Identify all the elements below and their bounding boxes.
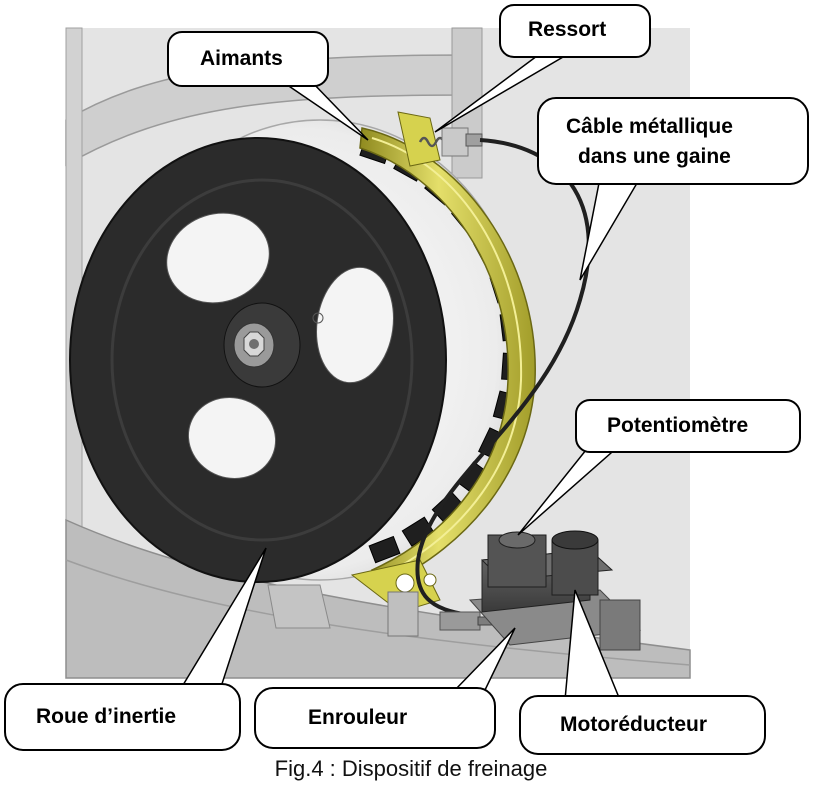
motor-mount-bracket xyxy=(599,599,641,651)
motor-cylinder-top xyxy=(551,530,599,550)
potentiometer-knob xyxy=(498,531,536,549)
callout-ressort-box xyxy=(499,4,651,58)
bracket-small-hole xyxy=(423,573,437,587)
winder-housing xyxy=(439,611,481,631)
wheel-inner-ring xyxy=(110,178,414,542)
callout-aimants-box xyxy=(167,31,329,87)
inertia-wheel xyxy=(69,137,447,583)
spring-anchor xyxy=(441,127,469,157)
wheel-pin-hole xyxy=(312,312,324,324)
wheel-hole-top xyxy=(166,212,270,304)
wheel-hole-bottom xyxy=(187,397,277,479)
bracket-highlight xyxy=(371,137,523,578)
callout-cable-box xyxy=(537,97,809,185)
bracket-top-mount xyxy=(397,111,441,167)
callout-potentiometre-box xyxy=(575,399,801,453)
callout-enrouleur-box xyxy=(254,687,496,749)
callout-motoreducteur-box xyxy=(519,695,766,755)
frame-support-leg xyxy=(267,584,331,629)
callouts xyxy=(4,4,809,755)
cable-end-fitting xyxy=(465,133,483,147)
figure-caption: Fig.4 : Dispositif de freinage xyxy=(274,756,548,781)
magnet xyxy=(368,535,401,564)
callout-roue-box xyxy=(4,683,241,751)
wheel-hole-right xyxy=(316,266,394,384)
hub-axle xyxy=(249,339,259,349)
bracket-pivot-hole xyxy=(395,573,415,593)
pivot-support xyxy=(387,591,419,637)
spring xyxy=(418,127,483,157)
motor-assembly xyxy=(468,530,642,651)
